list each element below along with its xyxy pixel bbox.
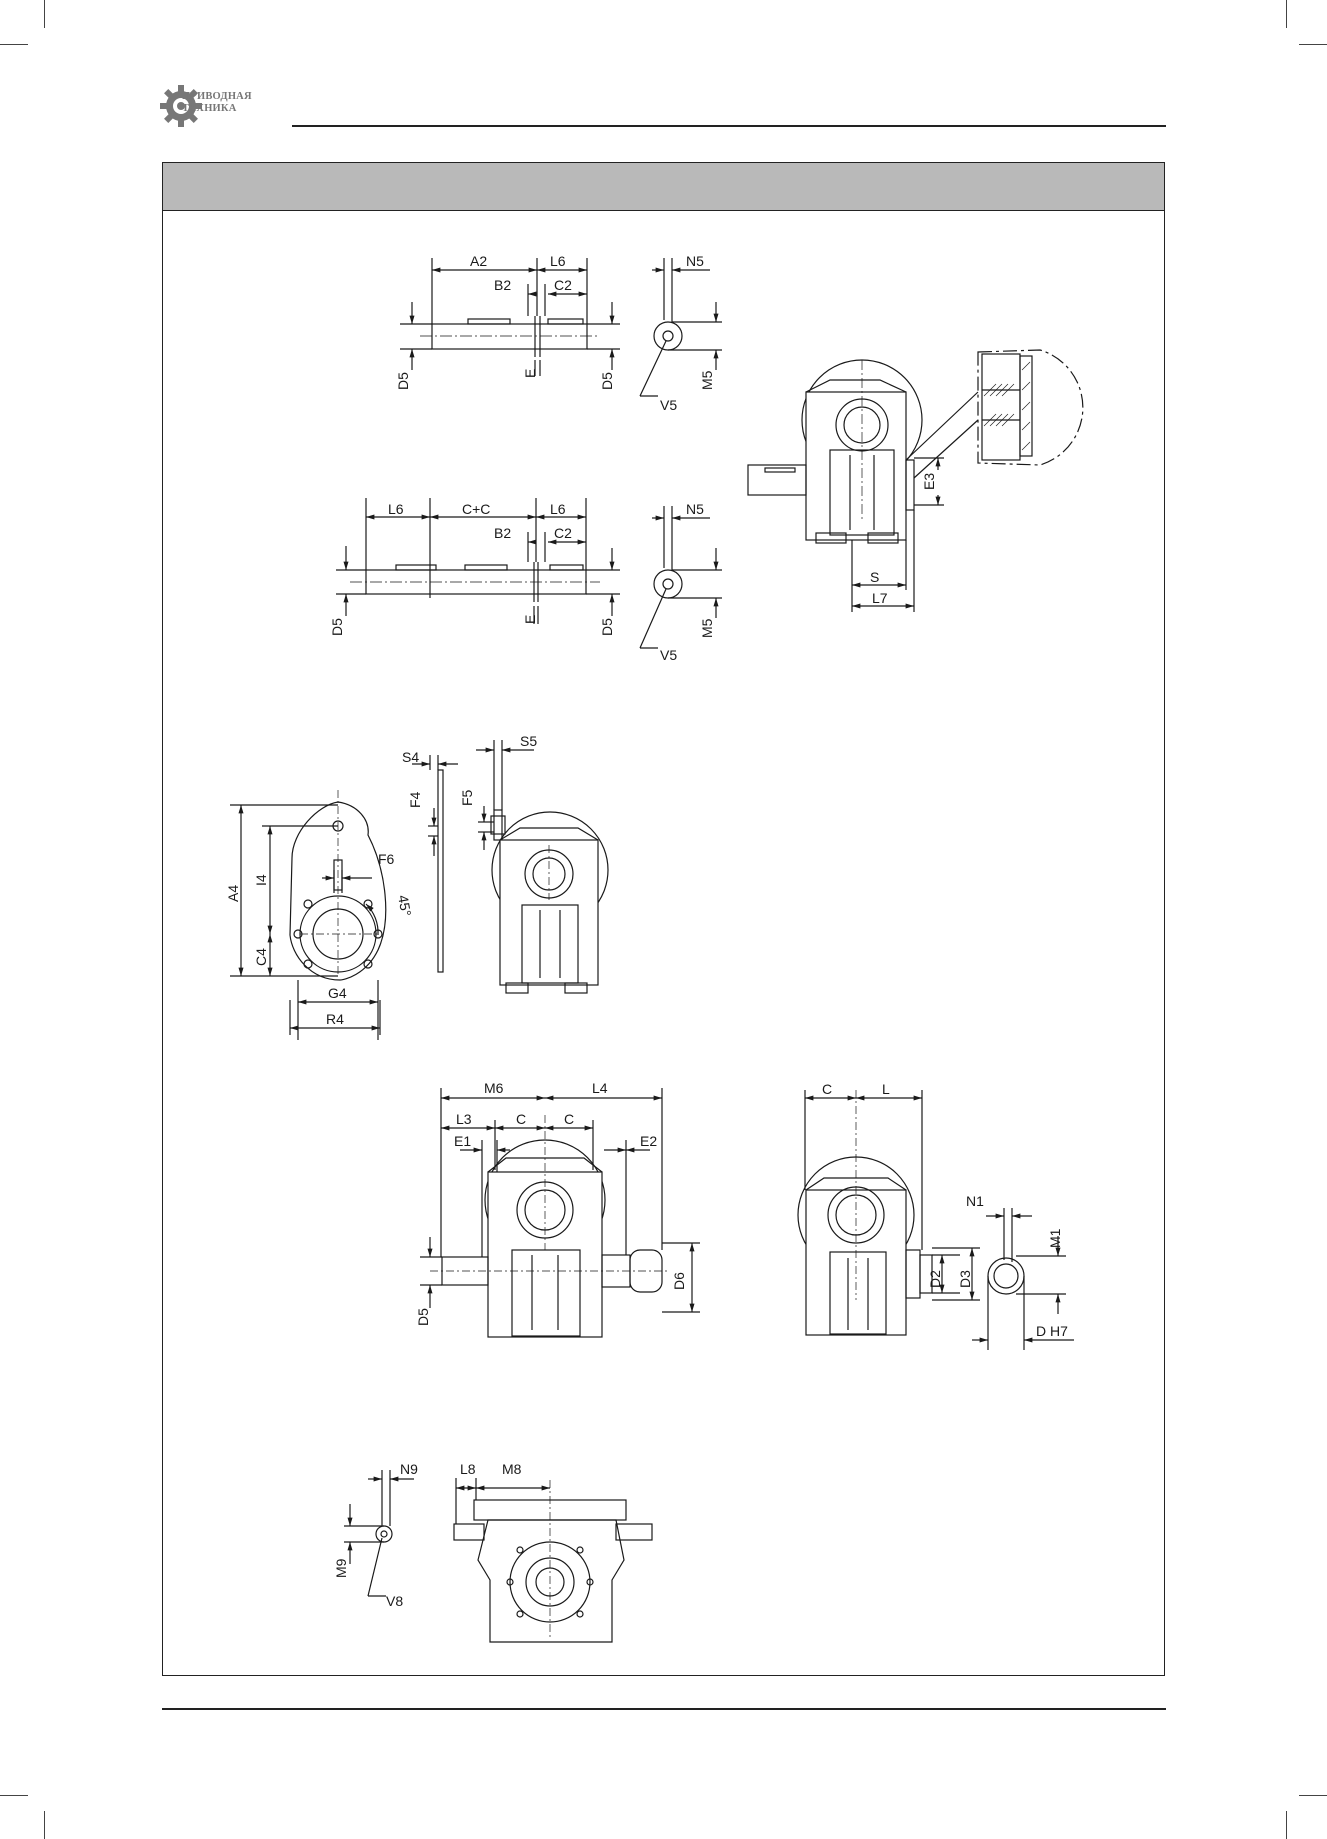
label-e3: E3: [921, 473, 937, 490]
label-n5-b: N5: [686, 501, 704, 517]
label-l8: L8: [460, 1461, 476, 1477]
label-e2: E2: [640, 1133, 657, 1149]
input-output-view: [420, 1088, 700, 1338]
label-m5-a: M5: [699, 370, 715, 390]
label-l6-c: L6: [550, 501, 566, 517]
logo-line-1: ПРИВОДНАЯ: [182, 91, 252, 102]
label-a2: A2: [470, 253, 487, 269]
label-f5: F5: [459, 789, 475, 806]
header-rule: [292, 125, 1166, 127]
label-45-deg: 45°: [395, 894, 414, 918]
label-n5-a: N5: [686, 253, 704, 269]
section-header-band: [163, 163, 1164, 211]
footer-rule: [162, 1708, 1166, 1710]
label-b2-b: B2: [494, 525, 511, 541]
label-d5-e: D5: [415, 1308, 431, 1326]
label-l6-a: L6: [550, 253, 566, 269]
label-c-plus-c: C+C: [462, 501, 490, 517]
label-m8: M8: [502, 1461, 522, 1477]
crop-mark-bottom-left: [44, 1811, 45, 1839]
label-m1: M1: [1047, 1228, 1063, 1248]
label-d5-b: D5: [599, 372, 615, 390]
label-l3: L3: [456, 1111, 472, 1127]
label-m5-b: M5: [699, 618, 715, 638]
label-d-h7: D H7: [1036, 1323, 1068, 1339]
label-d2: D2: [927, 1270, 943, 1288]
double-shaft-view: [336, 498, 722, 649]
cover-detail-view: [747, 349, 1084, 612]
crop-mark-top-left-h: [0, 44, 28, 45]
crop-mark-top-left: [44, 0, 45, 28]
label-n9: N9: [400, 1461, 418, 1477]
single-shaft-view: [400, 258, 722, 397]
label-s4: S4: [402, 749, 419, 765]
label-l7: L7: [872, 590, 888, 606]
label-l4: L4: [592, 1080, 608, 1096]
label-l6-b: L6: [388, 501, 404, 517]
hollow-shaft-view: [797, 1090, 1074, 1350]
label-d3: D3: [957, 1270, 973, 1288]
logo-line-2: ТЕХНИКА: [182, 103, 237, 114]
label-i4: I4: [253, 874, 269, 886]
crop-mark-top-right-h: [1299, 44, 1327, 45]
label-m9: M9: [333, 1558, 349, 1578]
label-d5-d: D5: [599, 618, 615, 636]
label-n1: N1: [966, 1193, 984, 1209]
label-c-left: C: [516, 1111, 526, 1127]
label-r4: R4: [326, 1011, 344, 1027]
label-m6: M6: [484, 1080, 504, 1096]
label-c4: C4: [253, 948, 269, 966]
label-s5: S5: [520, 733, 537, 749]
crop-mark-bottom-left-h: [0, 1795, 28, 1796]
gear-logo-icon: [160, 85, 202, 127]
logo-text: ПРИВОДНАЯ ТЕХНИКА: [182, 91, 252, 115]
label-g4: G4: [328, 985, 347, 1001]
label-a4: A4: [225, 885, 241, 902]
crop-mark-bottom-right: [1286, 1811, 1287, 1839]
label-e-a: E: [522, 369, 538, 378]
label-e1: E1: [454, 1133, 471, 1149]
torque-arm-view: [230, 740, 609, 1040]
label-v5-b: V5: [660, 647, 677, 663]
label-c-right: C: [564, 1111, 574, 1127]
label-f6: F6: [378, 851, 395, 867]
crop-mark-bottom-right-h: [1299, 1795, 1327, 1796]
drawing-frame: [162, 162, 1165, 1676]
label-c-hollow: C: [822, 1081, 832, 1097]
label-d6: D6: [671, 1272, 687, 1290]
flange-view: [344, 1470, 653, 1643]
label-v5-a: V5: [660, 397, 677, 413]
label-c2-a: C2: [554, 277, 572, 293]
label-l-hollow: L: [882, 1081, 890, 1097]
label-e-b: E: [522, 615, 538, 624]
crop-mark-top-right: [1286, 0, 1287, 28]
label-b2-a: B2: [494, 277, 511, 293]
label-d5-a: D5: [395, 372, 411, 390]
label-s: S: [870, 569, 879, 585]
logo: [158, 78, 298, 134]
label-c2-b: C2: [554, 525, 572, 541]
label-v8: V8: [386, 1593, 403, 1609]
label-d5-c: D5: [329, 618, 345, 636]
label-f4: F4: [407, 791, 423, 808]
